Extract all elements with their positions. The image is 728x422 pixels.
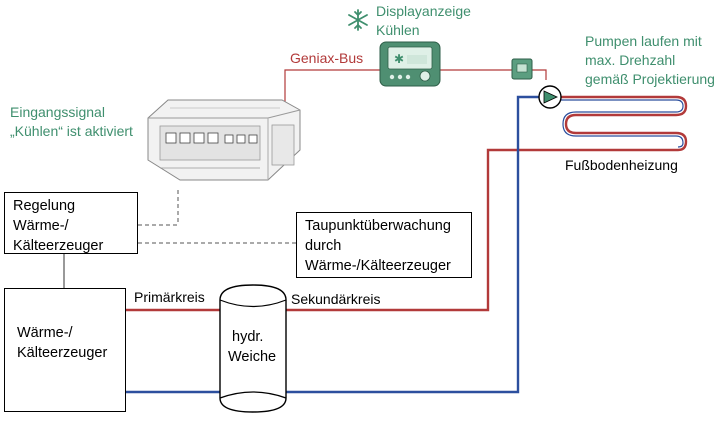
display-label-line2: Kühlen: [376, 22, 420, 38]
geniax-bus-label: Geniax-Bus: [290, 50, 364, 66]
control-box: Regelung Wärme-/ Kälteerzeuger: [4, 192, 138, 254]
generator-box-line1: Wärme-/: [17, 325, 73, 341]
floor-heating-loop: [560, 95, 688, 152]
dewpoint-box: Taupunktüberwachung durch Wärme-/Kälteer…: [296, 212, 472, 278]
room-display-device: ✱: [379, 41, 441, 87]
pump-icon: [538, 85, 562, 109]
control-box-line3: Kälteerzeuger: [13, 238, 104, 254]
weiche-label-line2: Weiche: [228, 349, 277, 365]
dewpoint-box-line1: Taupunktüberwachung: [305, 218, 451, 234]
dewpoint-box-line3: Wärme-/Kälteerzeuger: [305, 258, 451, 274]
weiche-label-line1: hydr.: [232, 329, 264, 345]
floor-heating-label: Fußbodenheizung: [565, 157, 678, 173]
dewpoint-box-line2: durch: [305, 238, 342, 254]
geniax-bus-line: [284, 69, 380, 105]
floor-heating-loop-inner: [560, 99, 684, 148]
svg-text:✱: ✱: [394, 52, 404, 66]
secondary-hot-line: [286, 148, 678, 312]
pumps-label-line2: max. Drehzahl: [585, 52, 676, 68]
secondary-cold-line: [286, 95, 540, 394]
secondary-circuit-label: Sekundärkreis: [291, 291, 381, 307]
hydraulic-separator-shape: [219, 284, 287, 413]
snowflake-icon: [348, 9, 368, 31]
module-to-pump-line: [532, 69, 547, 80]
display-label-line1: Displayanzeige: [376, 3, 471, 19]
pumps-label-line3: gemäß Projektierung: [585, 71, 715, 87]
generator-box-line2: Kälteerzeuger: [17, 345, 108, 361]
primary-circuit-label: Primärkreis: [134, 289, 205, 305]
control-box-line2: Wärme-/: [13, 218, 69, 234]
control-box-line1: Regelung: [13, 198, 76, 214]
geniax-controller-device: [147, 99, 301, 181]
input-signal-label-line2: „Kühlen“ ist aktiviert: [10, 123, 133, 139]
pumps-label-line1: Pumpen laufen mit: [585, 33, 702, 49]
geniax-module-icon: [511, 58, 533, 80]
generator-box: Wärme-/ Kälteerzeuger: [4, 288, 126, 412]
input-signal-label-line1: Eingangssignal: [10, 104, 105, 120]
